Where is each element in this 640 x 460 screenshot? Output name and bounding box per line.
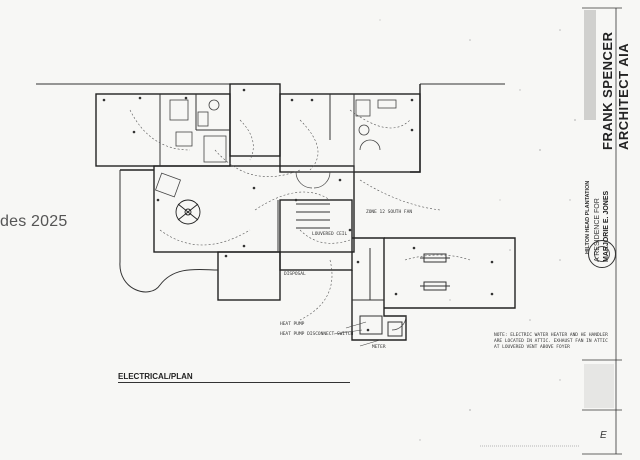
label-disposal: DISPOSAL — [284, 272, 306, 277]
architect-seal — [588, 240, 616, 268]
watermark-text: des 2025 — [0, 213, 68, 230]
label-louvered: LOUVERED CEIL — [312, 232, 348, 237]
client-name: MARJORIE E. JONES — [603, 190, 610, 262]
plan-note: NOTE: ELECTRIC WATER HEATER AND HE HANDL… — [494, 333, 608, 350]
label-heat-pump-disconnect: HEAT PUMP DISCONNECT SWITCH — [280, 332, 354, 337]
firm-name-line2: ARCHITECT AIA — [616, 42, 631, 150]
scan-noise — [379, 19, 576, 441]
client-prefix: A RESIDENCE FOR — [594, 198, 601, 262]
label-heat-pump: HEAT PUMP — [280, 322, 305, 327]
sheet-number: E — [600, 430, 607, 441]
firm-name-line1: FRANK SPENCER — [600, 31, 615, 150]
project-name: HILTON HEAD PLANTATION — [585, 180, 591, 254]
label-meter: METER — [372, 345, 386, 350]
architect-seal-inner — [594, 246, 610, 262]
label-zone: ZONE 12 SOUTH FAN — [366, 210, 413, 215]
plan-title: ELECTRICAL/PLAN — [118, 372, 193, 381]
plan-title-underline — [118, 382, 350, 383]
